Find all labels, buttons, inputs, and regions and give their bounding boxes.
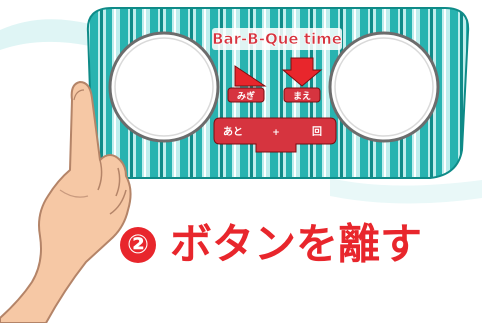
counter-symbol: +	[272, 128, 280, 138]
background-swash	[0, 19, 90, 50]
step-number: ②	[120, 226, 156, 263]
mae-button-label: まえ	[293, 91, 311, 102]
step-caption-text: ボタンを離す	[170, 219, 423, 269]
migi-button-label: みぎ	[237, 90, 255, 102]
left-round-button[interactable]	[108, 31, 220, 143]
logo-text: Bar-B-Que time	[212, 30, 342, 48]
counter-suffix: 回	[312, 126, 322, 138]
hand-icon	[0, 81, 132, 324]
arrow-down-icon	[281, 57, 323, 87]
background-swash	[330, 178, 482, 204]
right-round-button[interactable]	[328, 31, 440, 143]
counter-prefix: あと	[223, 125, 243, 138]
logo: Bar-B-Que time	[212, 28, 342, 50]
step-caption: ② ボタンを離す	[120, 218, 422, 269]
counter-display: あと + 回	[213, 117, 337, 153]
migi-button[interactable]: みぎ	[227, 87, 265, 103]
arrow-right-icon	[234, 65, 267, 87]
mae-button[interactable]: まえ	[283, 87, 321, 103]
